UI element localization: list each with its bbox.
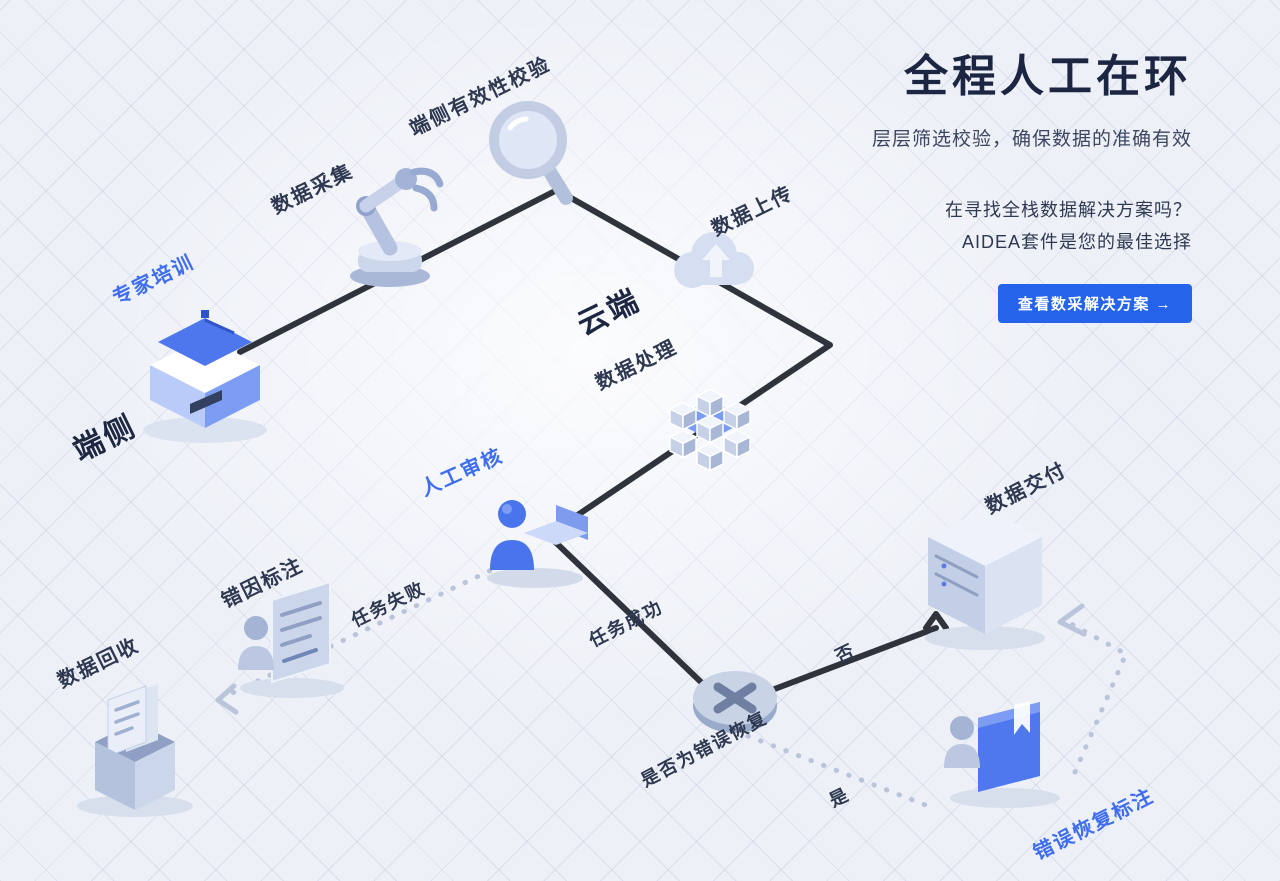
recovery-book-icon	[944, 701, 1060, 808]
dotted-branch-lines	[215, 562, 1129, 809]
expert-training-icon	[143, 310, 267, 443]
error-cause-doc-icon	[238, 580, 344, 698]
marketing-text: 在寻找全栈数据解决方案吗？ AIDEA套件是您的最佳选择	[872, 195, 1192, 258]
hero-panel: 全程人工在环 层层筛选校验，确保数据的准确有效 在寻找全栈数据解决方案吗？ AI…	[872, 40, 1192, 323]
decision-node-icon	[693, 671, 777, 733]
reviewer-person-icon	[487, 500, 588, 588]
view-solution-button[interactable]: 查看数采解决方案 →	[997, 284, 1192, 323]
cloud-upload-icon	[674, 232, 754, 288]
marketing-line-1: 在寻找全栈数据解决方案吗？	[945, 200, 1192, 220]
page-title: 全程人工在环	[904, 52, 1192, 101]
cube-cluster-icon	[668, 388, 752, 472]
server-icon	[925, 508, 1045, 650]
page-subtitle: 层层筛选校验，确保数据的准确有效	[871, 129, 1192, 150]
recycle-box-icon	[77, 684, 193, 817]
marketing-line-2: AIDEA套件是您的最佳选择	[961, 231, 1192, 252]
main-flow-line	[237, 187, 949, 693]
robot-arm-icon	[350, 167, 444, 287]
magnifier-icon	[489, 101, 573, 205]
